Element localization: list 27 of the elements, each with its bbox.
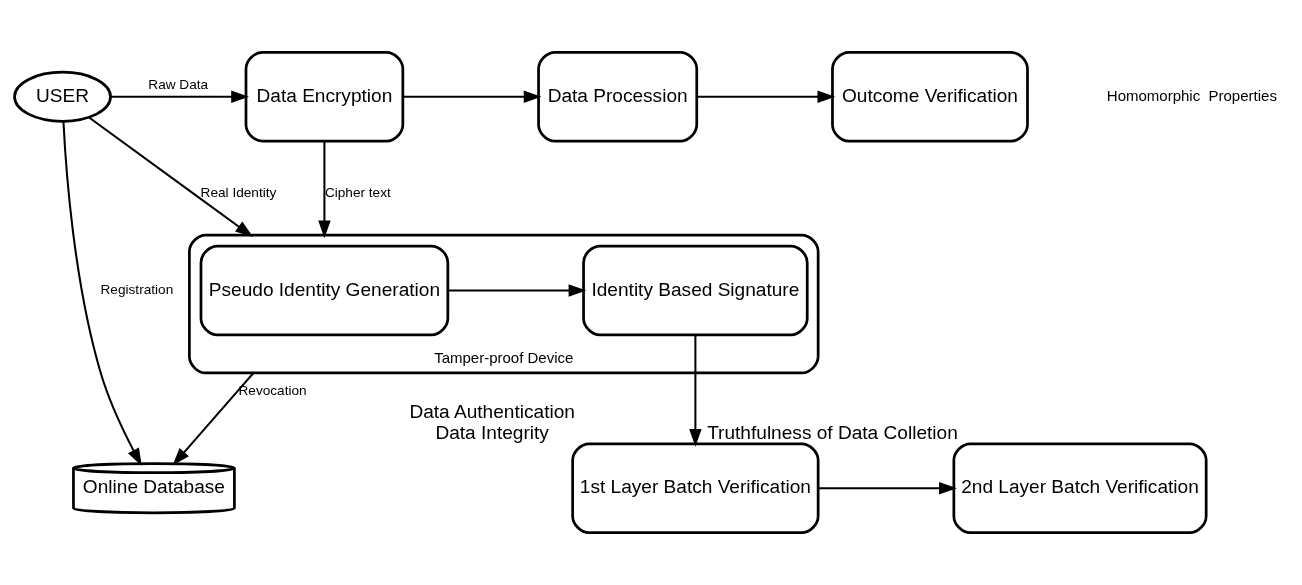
edge-label: Revocation — [238, 382, 307, 398]
label: Homomorphic Properties — [1106, 86, 1277, 104]
node-box: Pseudo Identity Generation — [199, 244, 450, 337]
arrow — [88, 116, 254, 238]
edge-label: Registration — [100, 281, 174, 297]
node-box: 1st Layer Batch Verification — [571, 442, 820, 534]
node-label: Data Integrity — [435, 421, 549, 443]
arrow — [110, 90, 249, 103]
arrow — [402, 90, 542, 103]
arrow — [447, 284, 587, 297]
arrow — [318, 141, 331, 239]
node-ellipse: USER — [13, 70, 112, 123]
arrow — [818, 482, 957, 495]
node-box: Identity Based Signature — [582, 244, 809, 337]
arrow — [62, 121, 142, 466]
node-label: Truthfulness of Data Colletion — [707, 421, 958, 443]
node-box: Data Procession — [537, 51, 699, 143]
node-box: 2nd Layer Batch Verification — [952, 442, 1208, 534]
edge-label: Real Identity — [200, 185, 277, 201]
node-box: Data Encryption — [244, 51, 405, 143]
node-label: Data Authentication — [409, 401, 575, 423]
arrow — [696, 90, 836, 103]
node-box: Outcome Verification — [831, 51, 1029, 143]
arrow — [172, 372, 255, 466]
edge-label: Raw Data — [148, 76, 209, 92]
arrow — [689, 335, 702, 447]
edge-label: Cipher text — [324, 185, 391, 201]
